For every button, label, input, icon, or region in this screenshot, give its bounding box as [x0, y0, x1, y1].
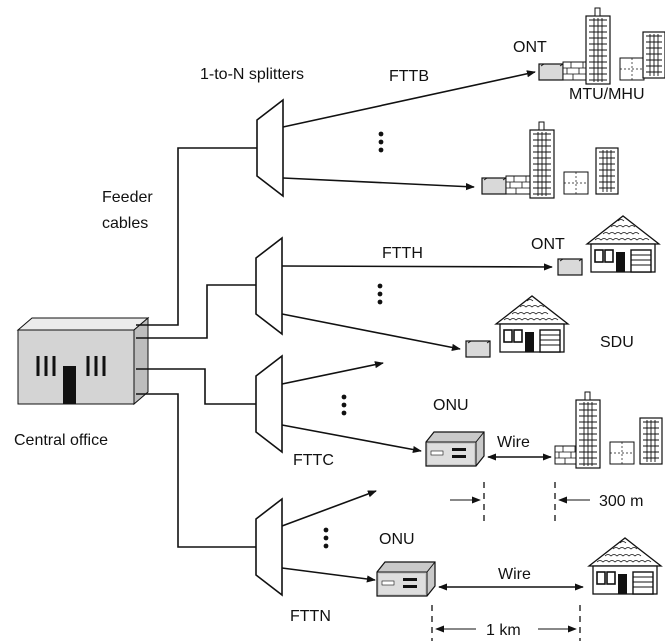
- distance-300m-label: 300 m: [599, 493, 643, 510]
- ont-icon: [557, 258, 583, 276]
- fttc-label: FTTC: [293, 452, 334, 469]
- feeder-cable-1: [136, 147, 258, 326]
- sdu-label: SDU: [600, 334, 634, 351]
- central-office-label: Central office: [14, 432, 108, 449]
- splitter-icon: [256, 99, 284, 197]
- ont-icon: [538, 63, 564, 81]
- fttn-fiber-1: [281, 490, 377, 527]
- distance-1km-label: 1 km: [486, 622, 521, 639]
- onu-label-curb: ONU: [433, 397, 469, 414]
- fttc-more-dots: [341, 394, 347, 416]
- ont-icon: [465, 340, 491, 358]
- onu-icon: [425, 431, 485, 467]
- fttn-label: FTTN: [290, 608, 331, 625]
- fttc-fiber-1: [281, 361, 384, 385]
- ftth-fiber-2: [281, 313, 461, 351]
- splitters-label: 1-to-N splitters: [200, 66, 304, 83]
- mtu-label: MTU/MHU: [569, 86, 645, 103]
- wire-label-node: Wire: [498, 566, 531, 583]
- building-icon: [554, 391, 663, 469]
- house-icon: [586, 215, 660, 273]
- fttn-fiber-2: [281, 567, 376, 583]
- onu-label-node: ONU: [379, 531, 415, 548]
- splitter-icon: [255, 355, 283, 453]
- house-icon: [588, 537, 662, 595]
- splitter-icon: [255, 237, 283, 335]
- onu-icon: [376, 561, 436, 597]
- wire-label-curb: Wire: [497, 434, 530, 451]
- splitter-icon: [255, 498, 283, 596]
- ftth-fiber-1: [281, 263, 553, 271]
- ont-label-house: ONT: [531, 236, 565, 253]
- building-icon: [505, 121, 619, 199]
- fttn-more-dots: [323, 527, 329, 549]
- feeder-cable-4: [136, 393, 256, 548]
- fttb-fiber-2: [282, 177, 475, 191]
- ont-icon: [481, 177, 507, 195]
- feeder-cable-3: [136, 368, 256, 405]
- feeder-cable-2: [136, 284, 256, 339]
- building-icon: [562, 7, 665, 85]
- ftth-more-dots: [377, 283, 383, 305]
- central-office-icon: [16, 316, 150, 406]
- feeder-label-line1: Feeder: [102, 189, 153, 206]
- feeder-label-line2: cables: [102, 215, 148, 232]
- house-icon: [495, 295, 569, 353]
- fttb-label: FTTB: [389, 68, 429, 85]
- fttc-fiber-2: [281, 424, 422, 454]
- fttb-more-dots: [378, 131, 384, 153]
- ont-label-top: ONT: [513, 39, 547, 56]
- ftth-label: FTTH: [382, 245, 423, 262]
- fttb-fiber-1: [282, 70, 536, 128]
